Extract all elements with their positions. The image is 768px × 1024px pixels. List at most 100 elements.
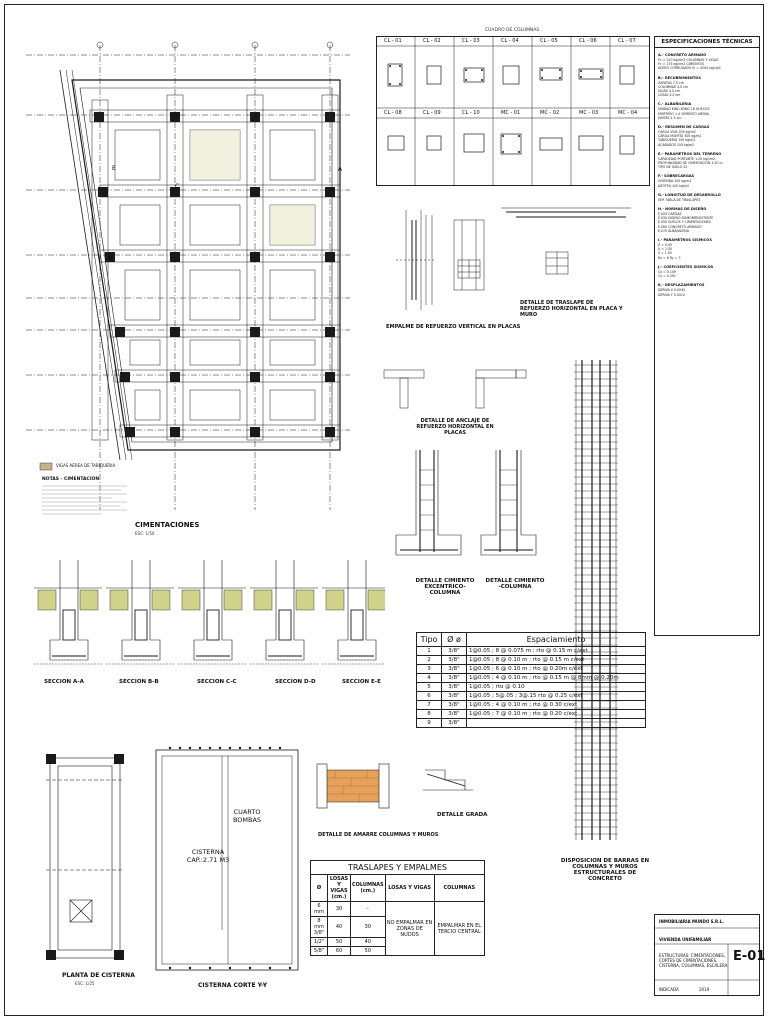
splice-header-columns-cm: COLUMNAS (cm.) xyxy=(350,874,386,902)
foundation-sections xyxy=(34,560,385,665)
cistern-tank-label: CISTERNA CAP.:2.71 M3 xyxy=(186,848,230,864)
section-drawing xyxy=(250,560,318,665)
table-cell: 40 xyxy=(350,937,386,947)
footing-column-title: DETALLE CIMIENTO -COLUMNA xyxy=(485,578,545,590)
spec-line: VER TABLA DE TRASLAPES xyxy=(658,197,701,202)
spec-line: U = 1.00 xyxy=(658,247,673,252)
spec-line: E.050 SUELOS Y CIMENTACIONES xyxy=(658,220,711,225)
spec-line: UNIDAD KING KONG 18 HUECOS xyxy=(658,107,710,112)
spec-line: Cx = 0.109 xyxy=(658,269,676,274)
section-drawing xyxy=(34,560,102,665)
spec-line: LOSAS 2.0 cm xyxy=(658,93,681,98)
grid-letter-b: B xyxy=(108,254,113,261)
table-cell xyxy=(466,718,646,728)
foundation-plan xyxy=(26,41,350,510)
splice-horizontal-title: DETALLE DE TRASLAPE DE REFUERZO HORIZONT… xyxy=(520,300,623,318)
spec-line: ACERO CORRUGADO fy = 4200 kg/cm2 xyxy=(658,66,721,71)
spec-section-heading: A.- CONCRETO ARMADO xyxy=(658,53,707,57)
table-cell: 3/8" xyxy=(441,718,467,728)
spec-line: f'c = 210 kg/cm2 COLUMNAS Y VIGAS xyxy=(658,58,719,62)
table-cell: 3/8" xyxy=(441,664,467,674)
column-header-5: CL - 05 xyxy=(540,38,558,44)
spec-line: S = 1.05 xyxy=(658,251,672,256)
spec-line: CARGA MUERTA 300 kg/m2 xyxy=(658,134,702,139)
legend-text: VIGAS AEREA DE TABIQUERIA xyxy=(56,463,116,468)
spec-line: E.060 CONCRETO ARMADO xyxy=(658,224,702,229)
spec-line: VIGAS 4.0 cm xyxy=(658,89,680,94)
spec-line: COLUMNAS 4.0 cm xyxy=(658,84,688,89)
title-block-sheet: E-01 xyxy=(733,949,766,964)
table-cell: 3/8" xyxy=(441,673,467,683)
splice-table: Ø LOSAS Y VIGAS (cm.) COLUMNAS (cm.) LOS… xyxy=(310,874,486,956)
bar-layout-detail xyxy=(574,360,618,840)
footing-details xyxy=(395,450,537,556)
section-c-title: SECCION C-C xyxy=(197,679,237,685)
spec-section-heading: G.- LONGITUD DE DESARROLLO xyxy=(658,192,721,197)
table-cell: 50 xyxy=(350,946,386,956)
step-title: DETALLE GRADA xyxy=(437,812,488,818)
specs-title: ESPECIFICACIONES TÉCNICAS xyxy=(655,37,759,48)
spec-line: Z = 0.45 xyxy=(658,243,672,248)
spec-section-heading: B.- RECUBRIMIENTOS xyxy=(658,75,701,80)
spec-section-heading: D.- RESUMEN DE CARGAS xyxy=(658,125,710,130)
foundation-plan-scale: ESC: 1/50 xyxy=(135,531,155,536)
column-header-7: CL - 07 xyxy=(618,38,636,44)
column-header-14: MC - 04 xyxy=(618,110,638,116)
title-block-lines xyxy=(654,927,760,996)
spec-section-heading: F.- SOBRECARGAS xyxy=(658,174,695,179)
grid-letter-a: A xyxy=(338,166,343,173)
cistern-plan-scale: ESC: 1/25 xyxy=(75,981,95,986)
table-cell: - xyxy=(350,901,386,917)
splice-table-title: TRASLAPES Y EMPALMES xyxy=(310,860,485,874)
stirrup-header-type: Tipo xyxy=(416,632,442,647)
table-cell: 3/8" xyxy=(441,691,467,701)
spec-section-heading: E.- PARAMETROS DEL TERRENO xyxy=(658,151,722,156)
column-header-2: CL - 02 xyxy=(423,38,441,44)
column-header-9: CL - 09 xyxy=(423,110,441,116)
cistern-plan-title: PLANTA DE CISTERNA xyxy=(62,972,135,979)
splice-header-columns: COLUMNAS xyxy=(433,874,486,902)
spec-line: DERIVA Y 0.0012 xyxy=(658,292,685,297)
table-cell: 5/8" xyxy=(310,946,328,956)
title-block-project: VIVIENDA UNIFAMILIAR xyxy=(659,937,712,942)
spec-line: CAPACIDAD PORTANTE 1.20 kg/cm2 xyxy=(658,156,716,161)
spec-line: Cy = 0.291 xyxy=(658,274,676,279)
title-block: INMOBILIARIA MUNDO S.R.L. VIVIENDA UNIFA… xyxy=(654,914,765,996)
table-cell: 3 xyxy=(416,664,442,674)
foundation-plan-title: CIMENTACIONES xyxy=(135,521,200,529)
spec-section-heading: J.- COEFICIENTES SISMICOS xyxy=(658,264,714,269)
spec-line: f'c = 175 kg/cm2 CIMIENTOS xyxy=(658,62,705,67)
column-header-1: CL - 01 xyxy=(384,38,402,44)
section-drawing xyxy=(106,560,174,665)
spec-section-heading: I.- PARAMETROS SISMICOS xyxy=(658,238,712,243)
table-cell: 4 xyxy=(416,673,442,683)
section-e-title: SECCION E-E xyxy=(342,679,381,685)
column-header-3: CL - 03 xyxy=(462,38,480,44)
eccentric-footing-title: DETALLE CIMIENTO EXCENTRICO-COLUMNA xyxy=(415,578,475,596)
section-drawing xyxy=(178,560,246,665)
spec-line: CARGA VIVA 200 kg/m2 xyxy=(658,130,696,135)
spec-line: E.070 ALBAÑILERIA xyxy=(658,228,689,233)
table-cell: 6 mm xyxy=(310,901,328,917)
cistern-section xyxy=(155,746,299,971)
spec-line: E.020 CARGAS xyxy=(658,212,682,217)
spec-line: TIPO DE SUELO S2 xyxy=(658,165,688,170)
table-cell: 5 xyxy=(416,682,442,692)
splice-note-beams: NO EMPALMAR EN ZONAS DE NUDOS xyxy=(384,901,435,956)
spec-section-heading: C.- ALBAÑILERIA xyxy=(658,102,692,107)
spec-line: DERIVA X 0.0045 xyxy=(658,288,686,293)
column-header-11: MC - 01 xyxy=(501,110,521,116)
spec-line: E.030 DISEÑO SISMORRESISTENTE xyxy=(658,216,714,221)
tie-columns-title: DETALLE DE AMARRE COLUMNAS Y MUROS xyxy=(318,832,439,838)
column-header-4: CL - 04 xyxy=(501,38,519,44)
foundation-notes-title: NOTAS - CIMENTACION xyxy=(42,477,100,482)
spec-line: MORTERO 1:4 CEMENTO ARENA xyxy=(658,111,709,116)
table-cell: 30 xyxy=(327,901,351,917)
spec-line: PROFUNDIDAD DE CIMENTACION 1.20 m xyxy=(658,161,723,166)
splice-note-columns: EMPALMAR EN EL TERCIO CENTRAL xyxy=(433,901,486,956)
